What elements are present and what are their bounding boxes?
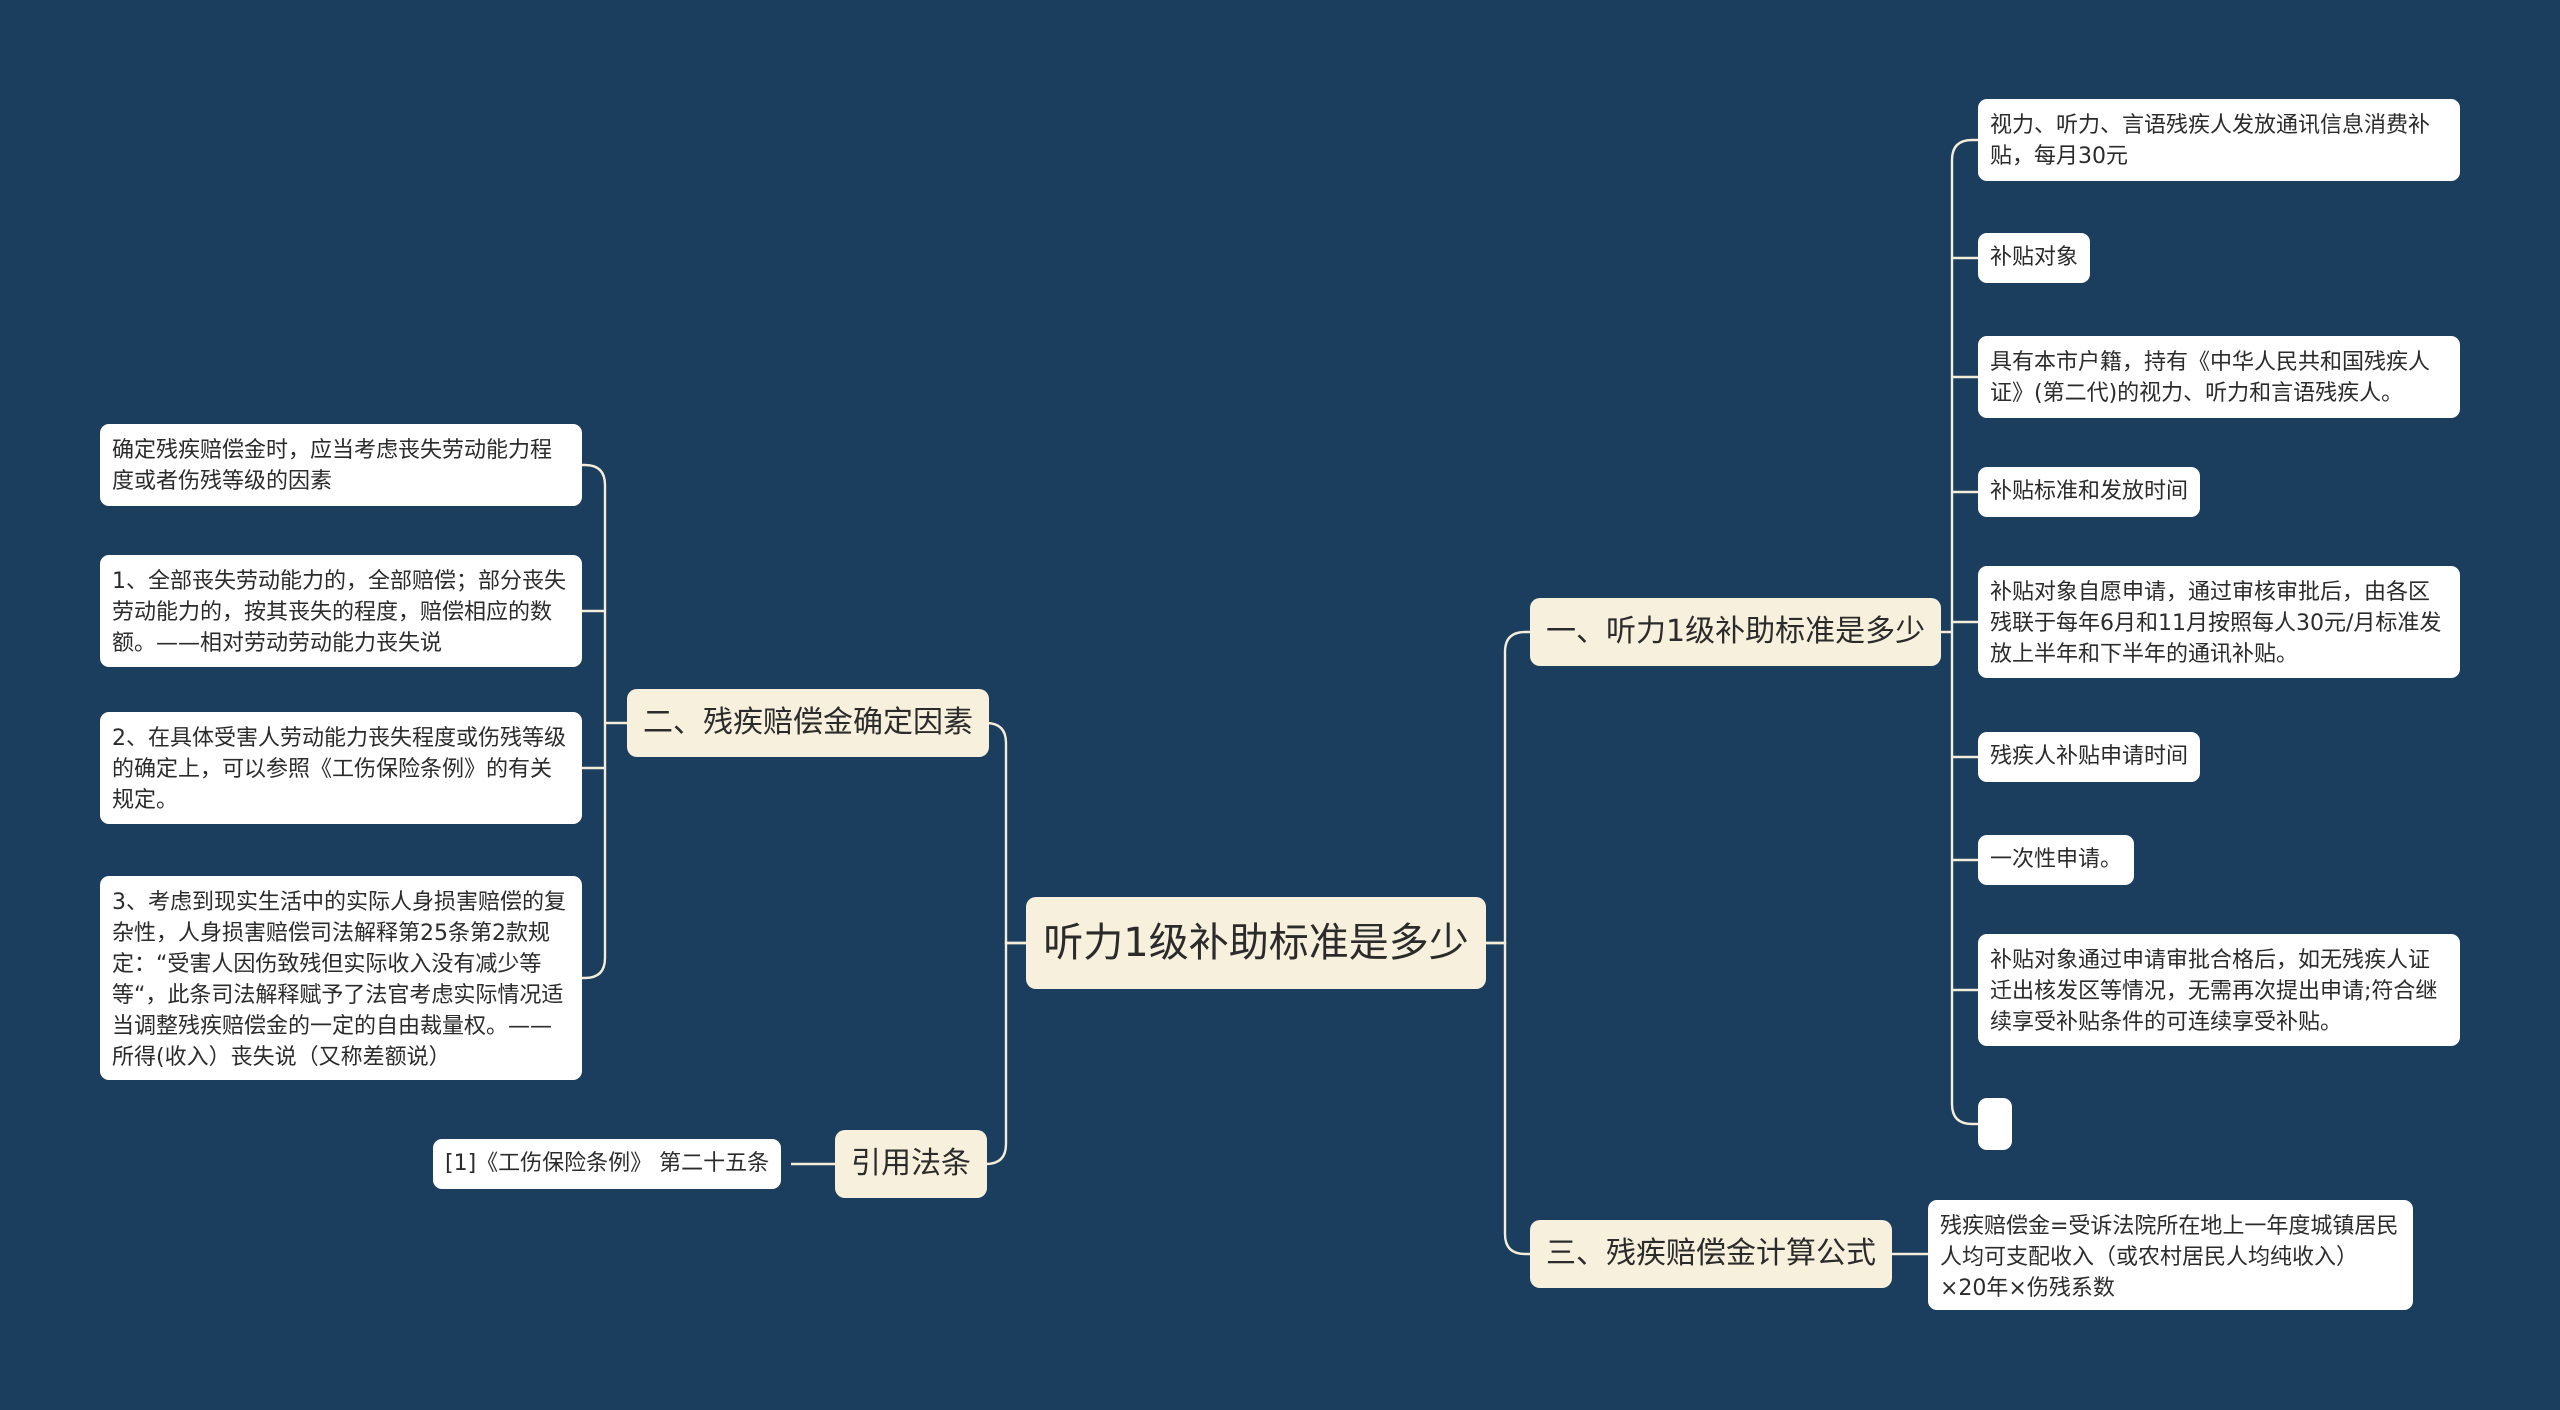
branch-compensation-formula[interactable]: 三、残疾赔偿金计算公式 <box>1530 1220 1892 1288</box>
leaf-b1-5[interactable]: 补贴对象自愿申请，通过审核审批后，由各区残联于每年6月和11月按照每人30元/月… <box>1978 566 2460 678</box>
connector-b1-leaf-bottom <box>1950 632 1978 1126</box>
connector-b2-leaf-top <box>582 463 607 723</box>
leaf-b2-2[interactable]: 1、全部丧失劳动能力的，全部赔偿；部分丧失劳动能力的，按其丧失的程度，赔偿相应的… <box>100 555 582 667</box>
connector-root-b1 <box>1486 630 1530 945</box>
leaf-b1-8[interactable]: 补贴对象通过申请审批合格后，如无残疾人证迁出核发区等情况，无需再次提出申请;符合… <box>1978 934 2460 1046</box>
leaf-b1-9-empty[interactable] <box>1978 1098 2012 1150</box>
connector-b1-leaf-top <box>1950 138 1978 632</box>
leaf-b2-4[interactable]: 3、考虑到现实生活中的实际人身损害赔偿的复杂性，人身损害赔偿司法解释第25条第2… <box>100 876 582 1080</box>
root-topic[interactable]: 听力1级补助标准是多少 <box>1026 897 1486 989</box>
leaf-b3-1[interactable]: 残疾赔偿金=受诉法院所在地上一年度城镇居民人均可支配收入（或农村居民人均纯收入）… <box>1928 1200 2413 1310</box>
branch-compensation-factors[interactable]: 二、残疾赔偿金确定因素 <box>627 689 989 757</box>
branch-cited-law[interactable]: 引用法条 <box>835 1130 987 1198</box>
leaf-b1-3[interactable]: 具有本市户籍，持有《中华人民共和国残疾人证》(第二代)的视力、听力和言语残疾人。 <box>1978 336 2460 418</box>
leaf-b2-1[interactable]: 确定残疾赔偿金时，应当考虑丧失劳动能力程度或者伤残等级的因素 <box>100 424 582 506</box>
branch-subsidy-standard[interactable]: 一、听力1级补助标准是多少 <box>1530 598 1942 666</box>
leaf-b1-1[interactable]: 视力、听力、言语残疾人发放通讯信息消费补贴，每月30元 <box>1978 99 2460 181</box>
leaf-b4-1[interactable]: [1]《工伤保险条例》 第二十五条 <box>433 1139 782 1189</box>
leaf-b1-2[interactable]: 补贴对象 <box>1978 233 2091 283</box>
leaf-b1-7[interactable]: 一次性申请。 <box>1978 835 2135 885</box>
leaf-b1-6[interactable]: 残疾人补贴申请时间 <box>1978 732 2201 782</box>
leaf-b2-3[interactable]: 2、在具体受害人劳动能力丧失程度或伤残等级的确定上，可以参照《工伤保险条例》的有… <box>100 712 582 824</box>
leaf-b1-4[interactable]: 补贴标准和发放时间 <box>1978 467 2201 517</box>
connector-b2-leaf-bottom <box>582 723 607 980</box>
connector-root-b3 <box>1486 941 1530 1256</box>
